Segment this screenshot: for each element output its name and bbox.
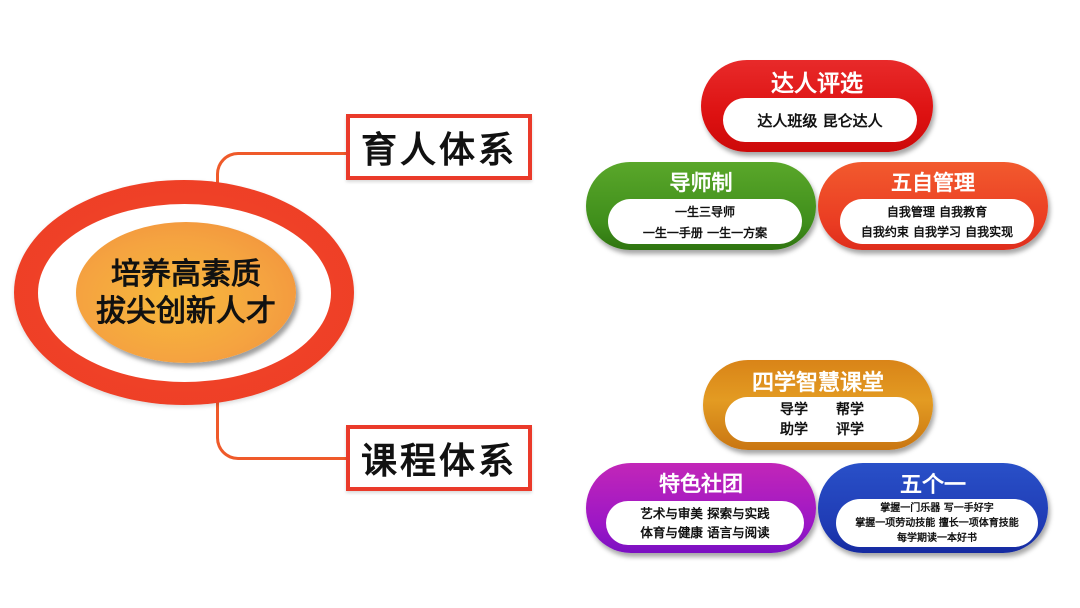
card-line: 自我管理 自我教育	[886, 204, 988, 219]
card-line: 助学 评学	[780, 421, 864, 438]
card-line: 艺术与审美 探索与实践	[640, 506, 770, 521]
card-line: 一生三导师	[674, 204, 735, 219]
connector-education-system	[216, 152, 351, 205]
card-line: 达人班级 昆仑达人	[757, 111, 883, 130]
card-smart-classroom: 四学智慧课堂 导学 帮学 助学 评学	[703, 360, 933, 450]
card-title: 五个一	[899, 473, 966, 498]
category-education-system: 育人体系	[346, 114, 532, 180]
card-title: 四学智慧课堂	[751, 371, 884, 396]
card-five-ones: 五个一 掌握一门乐器 写一手好字 掌握一项劳动技能 擅长一项体育技能 每学期读一…	[818, 463, 1048, 553]
center-node: 培养高素质 拔尖创新人才	[76, 222, 296, 363]
card-featured-clubs: 特色社团 艺术与审美 探索与实践 体育与健康 语言与阅读	[586, 463, 816, 553]
card-line: 掌握一门乐器 写一手好字	[880, 502, 994, 514]
category-label: 育人体系	[360, 130, 517, 171]
card-line: 导学 帮学	[780, 401, 864, 418]
card-line: 体育与健康 语言与阅读	[640, 525, 770, 540]
category-curriculum-system: 课程体系	[346, 425, 532, 491]
center-line-1: 培养高素质	[111, 256, 261, 292]
card-title: 达人评选	[771, 71, 863, 97]
category-label: 课程体系	[360, 441, 517, 482]
center-line-2: 拔尖创新人才	[96, 293, 276, 329]
card-talent-selection: 达人评选 达人班级 昆仑达人	[701, 60, 933, 152]
card-line: 掌握一项劳动技能 擅长一项体育技能	[855, 517, 1019, 529]
card-line: 自我约束 自我学习 自我实现	[860, 224, 1014, 239]
card-five-self-management: 五自管理 自我管理 自我教育 自我约束 自我学习 自我实现	[818, 162, 1048, 250]
card-mentor-system: 导师制 一生三导师 一生一手册 一生一方案	[586, 162, 816, 250]
card-title: 特色社团	[659, 472, 743, 496]
card-title: 五自管理	[891, 171, 975, 195]
connector-curriculum-system	[216, 395, 351, 460]
card-title: 导师制	[669, 171, 733, 195]
card-line: 每学期读一本好书	[897, 532, 977, 544]
card-line: 一生一手册 一生一方案	[642, 225, 768, 240]
